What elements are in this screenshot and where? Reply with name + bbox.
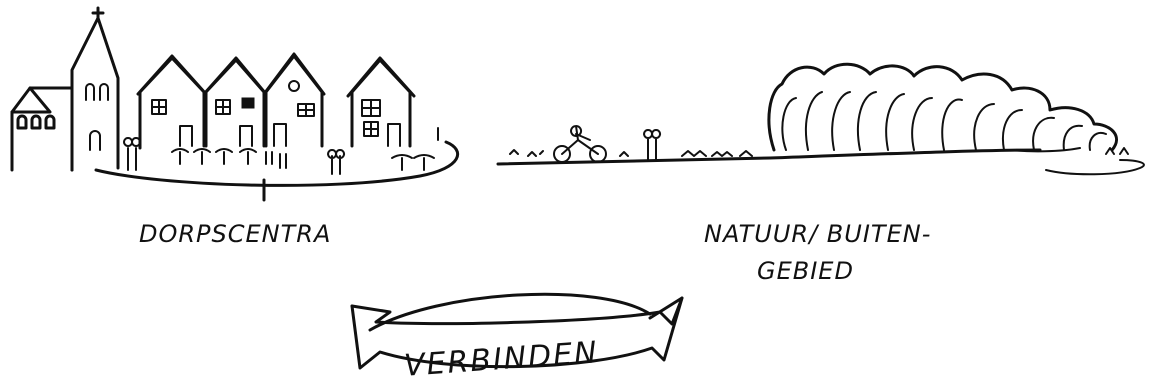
house-row: [138, 54, 414, 148]
church: [12, 8, 118, 170]
cyclist: [554, 126, 606, 162]
label-nature-line-1: NATUUR/ BUITEN-: [704, 220, 931, 248]
nature-sketch: [498, 64, 1144, 174]
village-people: [124, 128, 438, 200]
walkers: [644, 130, 660, 160]
village-square: [96, 142, 458, 185]
label-village-centres: DORPSCENTRA: [139, 220, 331, 248]
forest: [769, 64, 1144, 174]
village-sketch: [12, 8, 458, 200]
label-nature-line-2: GEBIED: [757, 257, 854, 285]
ground-line: [498, 150, 1040, 164]
